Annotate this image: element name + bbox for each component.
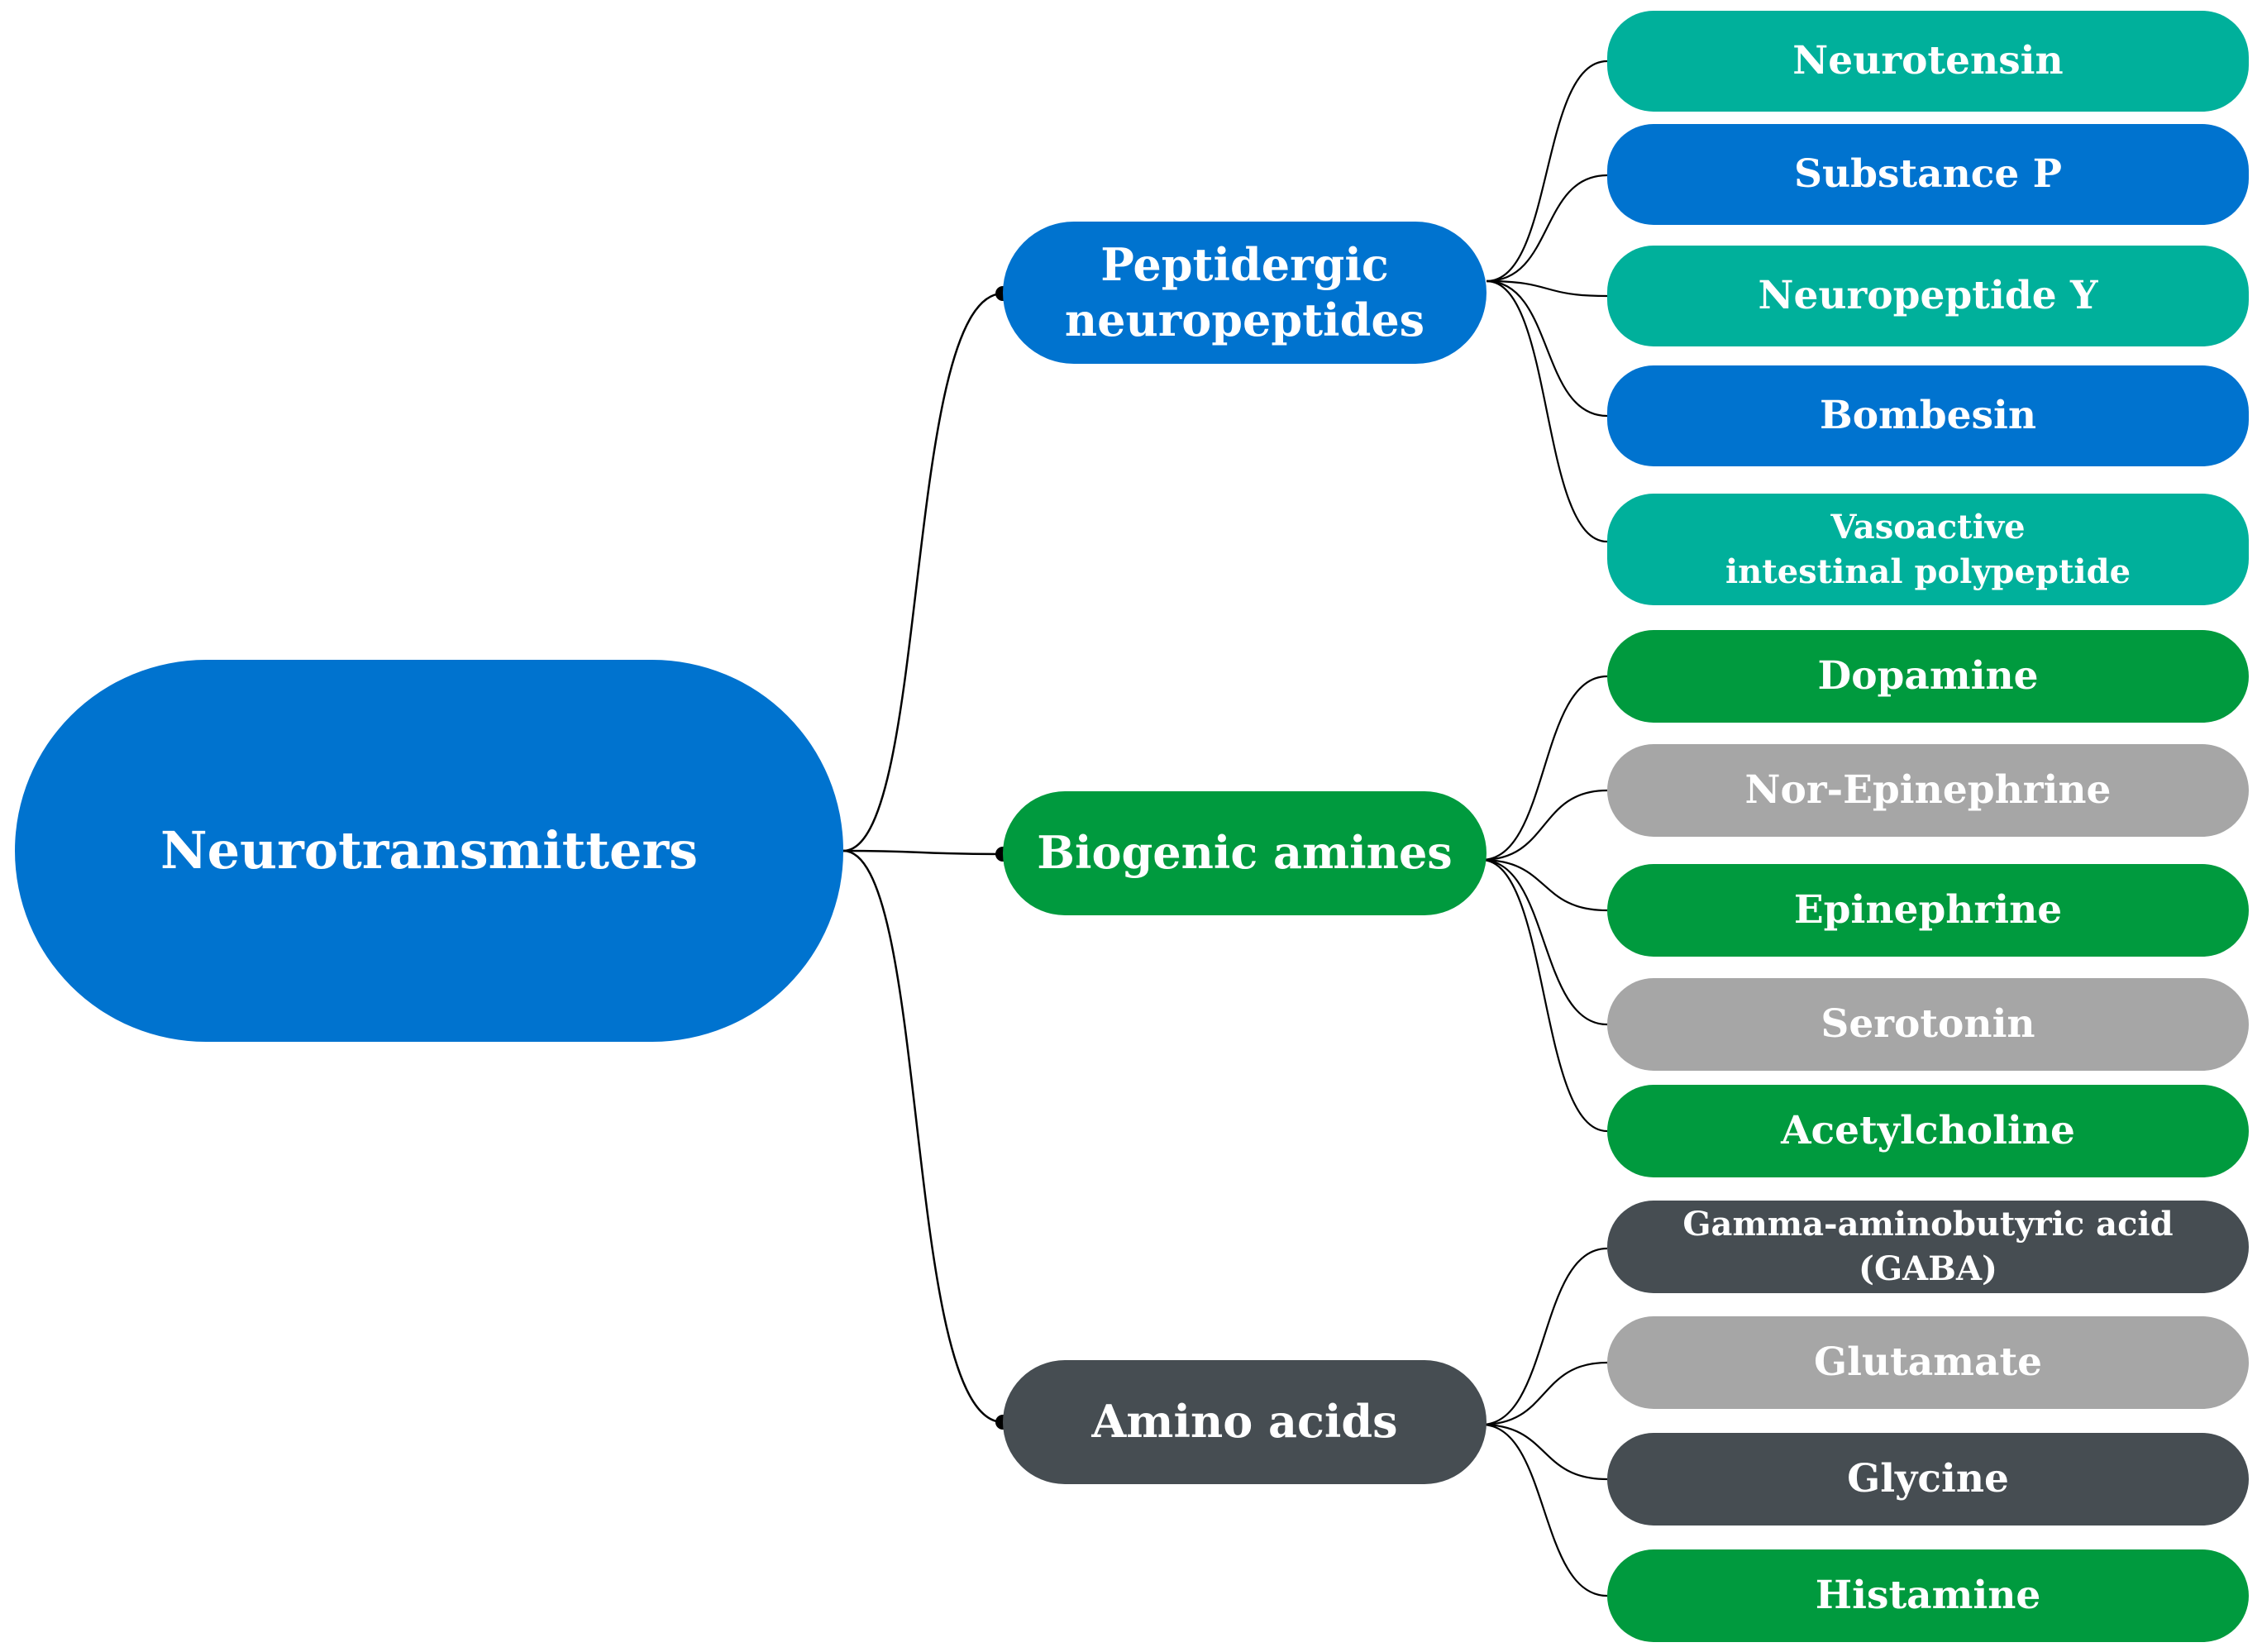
category-amino-label: Amino acids [1091,1395,1398,1449]
category-amino-acids: Amino acids [1003,1360,1487,1484]
leaf-label: Acetylcholine [1781,1107,2075,1153]
connector-amino-histamine [1481,1423,1608,1597]
connector-biogenic-norepinephrine [1481,789,1608,862]
connector-peptidergic-bombesin [1486,279,1608,418]
leaf-label: Substance P [1794,150,2062,197]
connector-root-amino [842,849,1004,1424]
leaf-neurotensin: Neurotensin [1607,11,2249,112]
leaf-label: Bombesin [1819,392,2037,438]
category-peptidergic-label: Peptidergic neuropeptides [1064,237,1425,347]
leaf-glycine: Glycine [1607,1433,2249,1525]
leaf-label: Glycine [1847,1455,2009,1502]
connector-peptidergic-neuropeptide-y [1486,279,1608,298]
leaf-label: Histamine [1815,1572,2041,1618]
leaf-vasoactive-intestinal-polypeptide: Vasoactive intestinal polypeptide [1607,494,2249,605]
leaf-serotonin: Serotonin [1607,978,2249,1071]
connector-amino-glutamate [1481,1361,1608,1426]
connector-biogenic-acetylcholine [1481,858,1608,1133]
connector-biogenic-dopamine [1481,675,1608,862]
leaf-label: Glutamate [1813,1339,2043,1385]
leaf-label: Neurotensin [1792,37,2064,84]
connector-peptidergic-vip [1486,279,1608,543]
connector-biogenic-epinephrine [1481,858,1608,912]
category-biogenic-amines: Biogenic amines [1003,791,1487,915]
connector-peptidergic-substance-p [1486,174,1608,283]
leaf-label: Gamma-aminobutyric acid (GABA) [1682,1205,2174,1288]
connector-amino-glycine [1481,1423,1608,1481]
leaf-gaba: Gamma-aminobutyric acid (GABA) [1607,1201,2249,1293]
root-node: Neurotransmitters [15,660,843,1042]
leaf-glutamate: Glutamate [1607,1316,2249,1409]
connector-root-peptidergic [842,292,1004,852]
leaf-label: Dopamine [1817,652,2039,699]
leaf-label: Serotonin [1821,1000,2035,1047]
connector-peptidergic-neurotensin [1486,60,1608,283]
leaf-substance-p: Substance P [1607,124,2249,225]
leaf-nor-epinephrine: Nor-Epinephrine [1607,744,2249,837]
leaf-acetylcholine: Acetylcholine [1607,1085,2249,1177]
leaf-dopamine: Dopamine [1607,630,2249,723]
connector-biogenic-serotonin [1481,858,1608,1026]
root-label: Neurotransmitters [160,820,699,881]
leaf-histamine: Histamine [1607,1549,2249,1642]
leaf-label: Nor-Epinephrine [1744,766,2112,813]
connector-amino-gaba [1481,1247,1608,1426]
leaf-label: Neuropeptide Y [1758,272,2098,318]
leaf-label: Vasoactive intestinal polypeptide [1725,507,2131,591]
category-peptidergic: Peptidergic neuropeptides [1003,222,1487,364]
leaf-neuropeptide-y: Neuropeptide Y [1607,246,2249,346]
category-biogenic-label: Biogenic amines [1037,826,1453,880]
leaf-bombesin: Bombesin [1607,365,2249,466]
connector-root-biogenic [842,849,1004,856]
leaf-epinephrine: Epinephrine [1607,864,2249,957]
leaf-label: Epinephrine [1793,886,2063,933]
